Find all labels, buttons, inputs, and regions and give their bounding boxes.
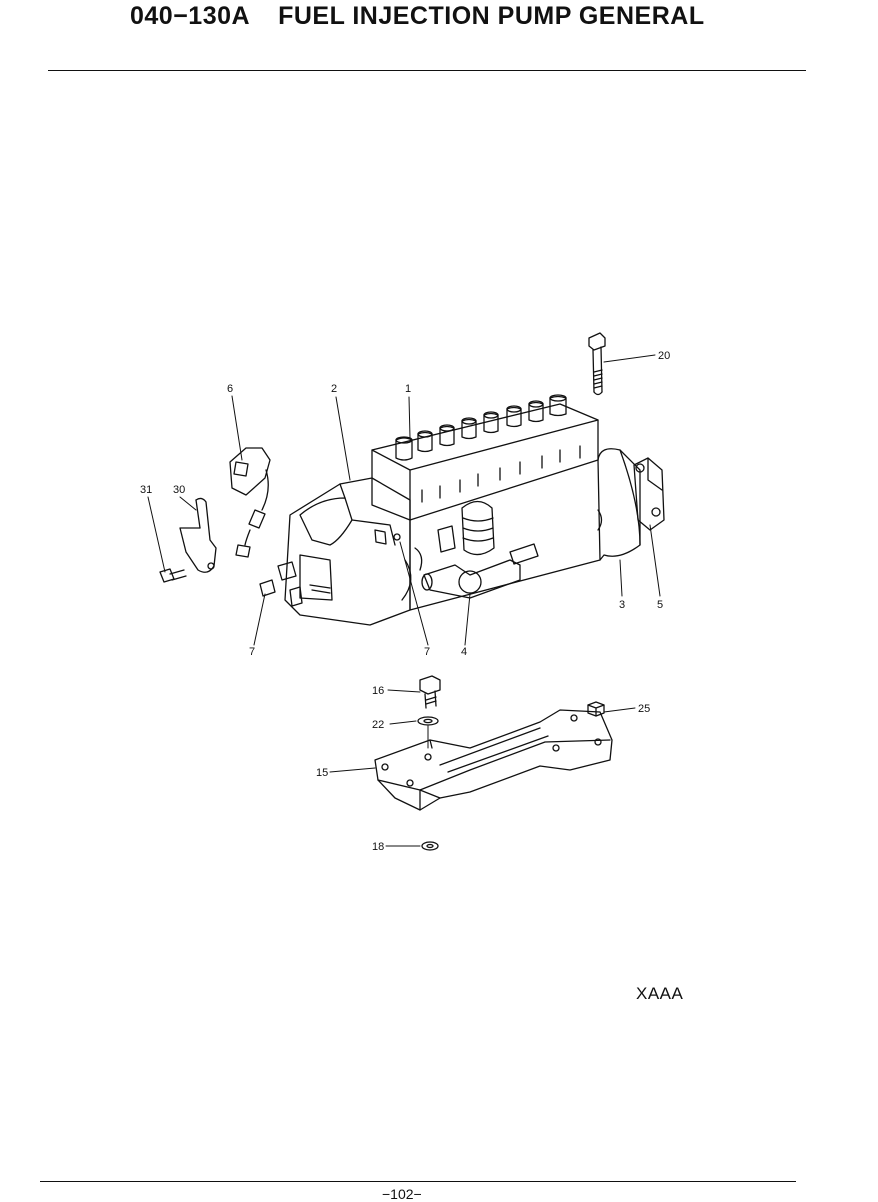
page-number: −102− — [382, 1186, 422, 1202]
injection-pump-body — [277, 394, 665, 626]
callout-6: 6 — [227, 383, 233, 395]
nut-part — [587, 701, 605, 717]
header-rule — [48, 70, 806, 71]
callout-1: 1 — [405, 383, 411, 395]
callout-25: 25 — [638, 703, 650, 715]
footer-rule — [40, 1181, 796, 1182]
callout-22: 22 — [372, 719, 384, 731]
callout-16: 16 — [372, 685, 384, 697]
timer-cover — [597, 448, 641, 561]
callout-4: 4 — [461, 646, 467, 658]
callout-2: 2 — [331, 383, 337, 395]
sensor-part — [229, 447, 271, 558]
section-code: 040−130A — [130, 2, 251, 30]
callout-15: 15 — [316, 767, 328, 779]
small-bolt-part — [159, 568, 187, 583]
leader-lines — [147, 354, 661, 847]
callout-labels: 20 6 2 1 31 30 3 5 7 7 4 16 25 22 15 18 — [140, 350, 670, 853]
callout-20: 20 — [658, 350, 670, 362]
section-title: FUEL INJECTION PUMP GENERAL — [278, 2, 705, 30]
callout-3: 3 — [619, 599, 625, 611]
priming-pump-part — [421, 500, 539, 599]
diagram-code-tag: XAAA — [636, 984, 684, 1003]
small-washer-part — [421, 841, 439, 851]
callout-7-right: 7 — [424, 646, 430, 658]
feed-pump-part — [633, 457, 665, 531]
callout-31: 31 — [140, 484, 152, 496]
bracket-part — [179, 497, 217, 573]
callout-7-left: 7 — [249, 646, 255, 658]
callout-5: 5 — [657, 599, 663, 611]
mounting-bracket-part — [374, 709, 613, 811]
page-title: 040−130A FUEL INJECTION PUMP GENERAL — [130, 2, 705, 31]
long-bolt-part — [588, 332, 606, 396]
callout-18: 18 — [372, 841, 384, 853]
callout-30: 30 — [173, 484, 185, 496]
delivery-valve-holders — [395, 394, 567, 461]
fitting-part — [259, 579, 276, 597]
washer-part — [417, 716, 439, 726]
bolt-part — [419, 675, 441, 709]
